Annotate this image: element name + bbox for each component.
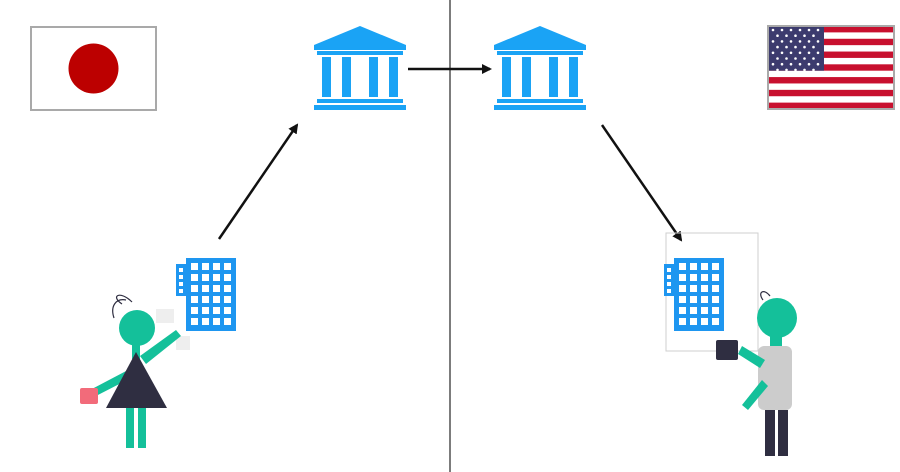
bank-icon xyxy=(314,26,406,110)
bank-icon xyxy=(494,26,586,110)
person-receiver-icon xyxy=(716,291,797,456)
japan-flag-icon xyxy=(30,26,157,111)
person-sender-icon xyxy=(80,294,190,448)
office-building-icon xyxy=(176,258,236,331)
office-building-icon xyxy=(664,258,724,331)
arrow-bank-to-company xyxy=(600,124,683,242)
usa-flag-icon xyxy=(767,25,895,110)
arrow-company-to-bank xyxy=(217,123,299,240)
